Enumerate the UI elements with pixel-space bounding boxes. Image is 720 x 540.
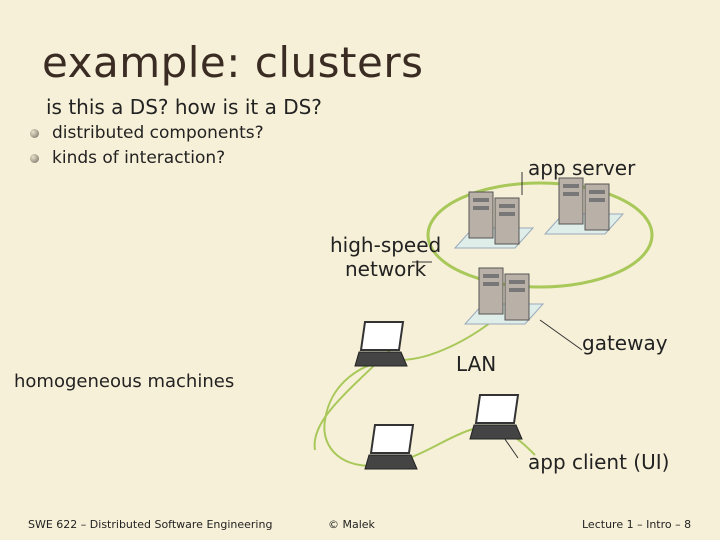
- lan-cable: [323, 314, 536, 467]
- homogeneous-machines-label: homogeneous machines: [14, 371, 235, 392]
- server-cluster-gateway: [463, 267, 545, 325]
- lan-label: LAN: [456, 352, 497, 376]
- server-cluster-1: [453, 191, 535, 249]
- bullet-item: kinds of interaction?: [29, 148, 226, 168]
- gateway-pointer: [539, 319, 583, 351]
- high-speed-network-label: high-speed network: [330, 233, 442, 281]
- footer-author: © Malek: [328, 518, 375, 531]
- laptop-icon: [469, 394, 523, 440]
- network-ring: [426, 181, 654, 289]
- bullet-item: distributed components?: [30, 123, 264, 143]
- app-client-label: app client (UI): [528, 450, 670, 474]
- laptop-icon: [354, 321, 408, 367]
- server-cluster-2: [543, 177, 625, 235]
- footer-page-number: Lecture 1 – Intro – 8: [582, 518, 692, 531]
- laptop-icon: [364, 424, 418, 470]
- slide-title: example: clusters: [42, 38, 424, 87]
- gateway-label: gateway: [582, 331, 668, 355]
- app-server-label: app server: [528, 156, 636, 180]
- slide-subtitle: is this a DS? how is it a DS?: [46, 95, 322, 119]
- footer-course: SWE 622 – Distributed Software Engineeri…: [28, 518, 273, 531]
